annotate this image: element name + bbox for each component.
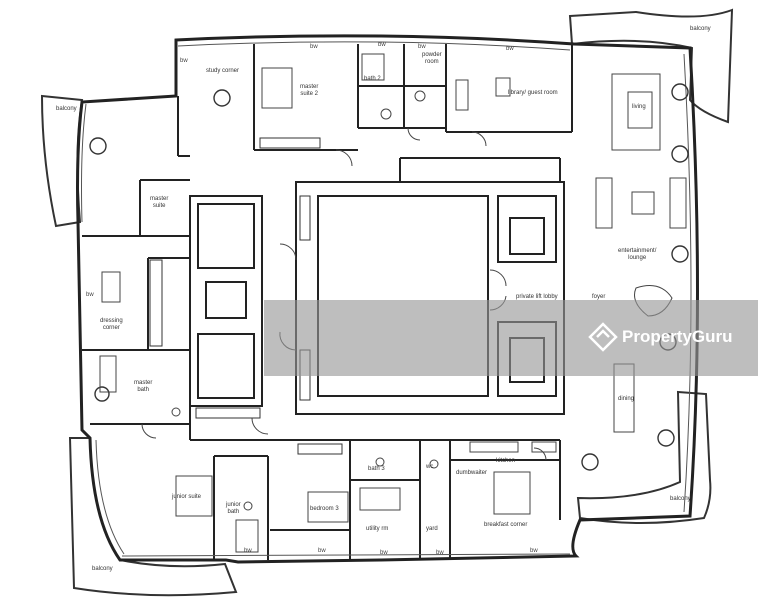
label-bath-2: bath 2: [364, 76, 381, 82]
watermark-band: [264, 300, 758, 376]
label-dumbwaiter: dumbwaiter: [456, 470, 488, 476]
label-balcony-se: balcony: [670, 496, 691, 502]
label-dressing-corner: dressing corner: [100, 318, 123, 331]
door-swings: [141, 127, 547, 461]
label-bw: bw: [180, 58, 188, 64]
label-bw: bw: [310, 44, 318, 50]
label-foyer: foyer: [592, 294, 606, 300]
label-master-bath: master bath: [134, 380, 153, 393]
fixtures: [99, 53, 557, 553]
label-bw: bw: [86, 292, 94, 298]
label-living: living: [632, 104, 646, 110]
label-junior-bath: junior bath: [226, 502, 241, 515]
label-balcony-sw: balcony: [92, 566, 113, 572]
label-dining: dining: [618, 396, 635, 402]
columns: [89, 83, 689, 471]
label-kitchen: kitchen: [496, 458, 516, 464]
label-bw: bw: [378, 42, 386, 48]
label-entertainment: entertainment/ lounge: [618, 248, 657, 261]
label-yard: yard: [426, 526, 438, 532]
label-bath-3: bath 3: [368, 466, 385, 472]
watermark-text: PropertyGuru: [622, 327, 733, 346]
label-breakfast-corner: breakfast corner: [484, 522, 528, 528]
label-bw: bw: [244, 548, 252, 554]
label-master-suite: master suite: [150, 196, 169, 209]
label-bw: bw: [530, 548, 538, 554]
label-study-corner: study corner: [206, 68, 240, 74]
label-master-suite-2: master suite 2: [300, 84, 319, 97]
label-utility-rm: utility rm: [366, 526, 389, 532]
label-bw: bw: [318, 548, 326, 554]
label-powder-room: powder room: [422, 52, 442, 65]
label-bw: bw: [380, 550, 388, 556]
label-bedroom-3: bedroom 3: [310, 506, 339, 512]
label-junior-suite: junior suite: [172, 494, 202, 500]
label-private-lift-lobby: private lift lobby: [516, 294, 558, 300]
label-library: library/ guest room: [508, 90, 558, 96]
propertyguru-logo-icon: [588, 322, 618, 352]
label-balcony-nw: balcony: [56, 106, 77, 112]
label-bw: bw: [418, 44, 426, 50]
label-bw: bw: [436, 550, 444, 556]
outer-walls: [76, 34, 699, 564]
label-balcony-ne: balcony: [690, 26, 711, 32]
label-wc: wc: [426, 464, 434, 470]
label-bw: bw: [506, 46, 514, 52]
windows: [81, 41, 692, 557]
